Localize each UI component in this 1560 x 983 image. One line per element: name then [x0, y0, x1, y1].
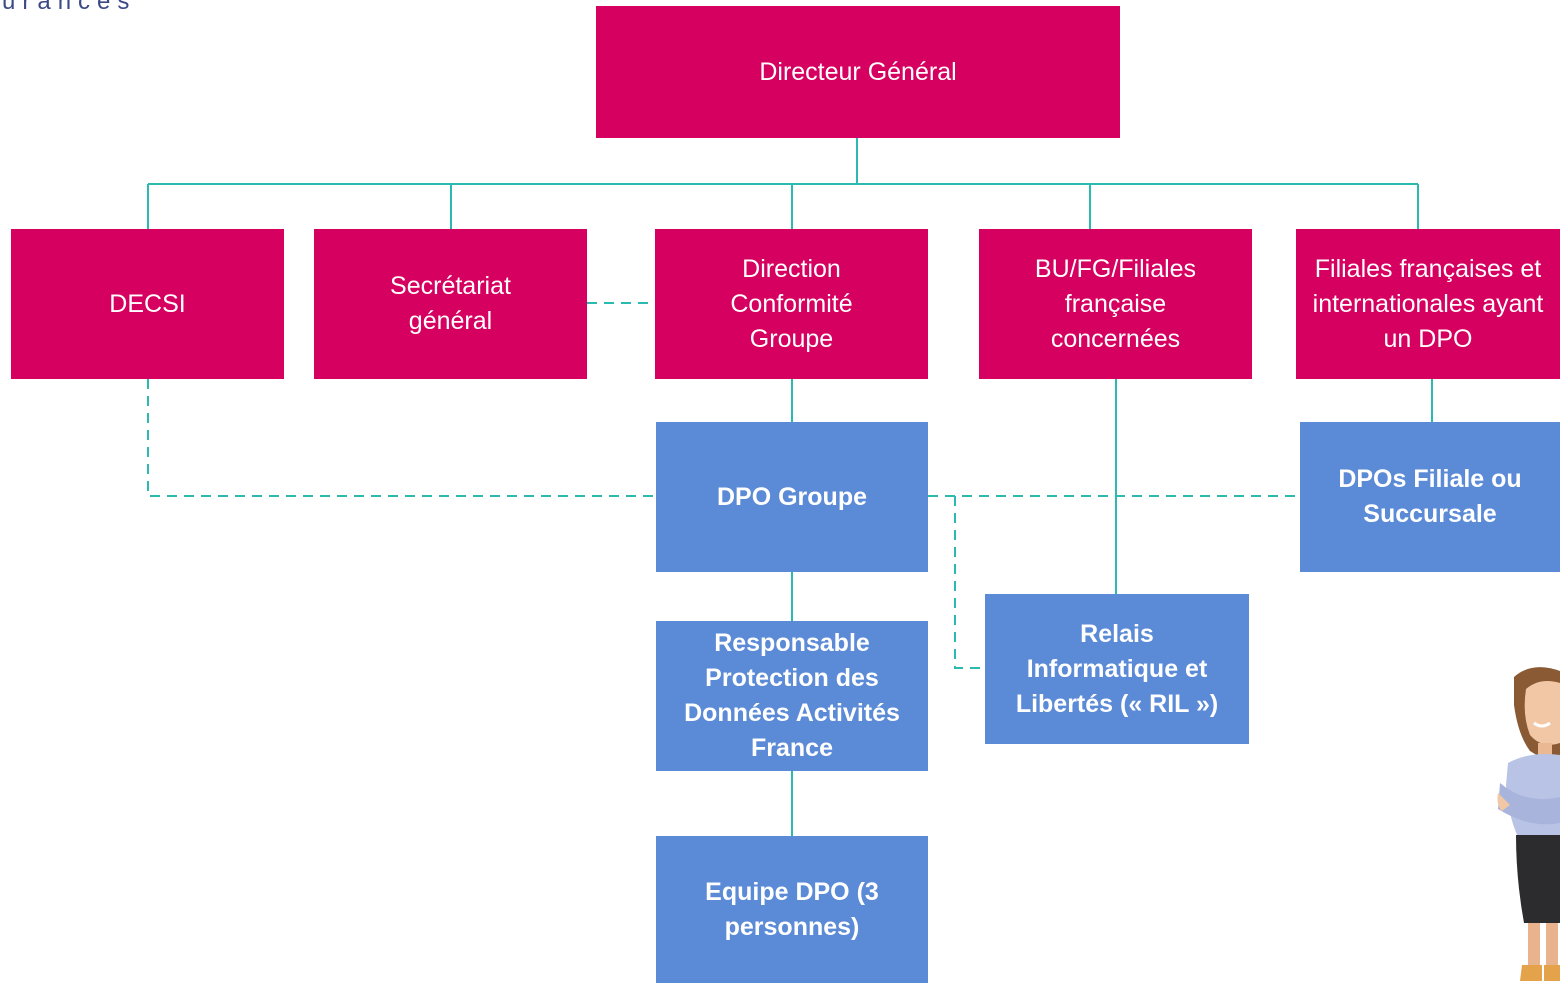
- ril-label: Relais Informatique et Libertés (« RIL »…: [1015, 619, 1219, 718]
- decsi-label: DECSI: [109, 289, 186, 318]
- dpo-groupe-box: DPO Groupe: [656, 422, 928, 572]
- responsable-protection-label: Responsable Protection des Données Activ…: [684, 629, 900, 762]
- secretariat-general-label: Secrétariat général: [390, 272, 511, 335]
- equipe-dpo-label: Equipe DPO (3 personnes): [705, 877, 879, 941]
- direction-conformite-groupe-label: Direction Conformité Groupe: [730, 254, 853, 353]
- bu-fg-filiales-label: BU/FG/Filiales française concernées: [1034, 254, 1197, 353]
- company-logo-fragment: urances: [2, 0, 137, 15]
- dashed-link-decsi-dpo: [147, 379, 656, 497]
- dpo-groupe-label: DPO Groupe: [716, 482, 867, 511]
- ril-box: Relais Informatique et Libertés (« RIL »…: [985, 594, 1249, 744]
- direction-conformite-groupe-box: Direction Conformité Groupe: [655, 229, 928, 379]
- directeur-general-label: Directeur Général: [759, 57, 957, 86]
- responsable-protection-box: Responsable Protection des Données Activ…: [656, 621, 928, 771]
- dpos-filiale-label: DPOs Filiale ou Succursale: [1338, 465, 1522, 528]
- bu-fg-filiales-box: BU/FG/Filiales française concernées: [979, 229, 1252, 379]
- businesswoman-illustration: [1497, 667, 1560, 981]
- filiales-dpo-label: Filiales françaises et internationales a…: [1312, 254, 1544, 353]
- decsi-box: DECSI: [11, 229, 284, 379]
- equipe-dpo-box: Equipe DPO (3 personnes): [656, 836, 928, 983]
- dashed-link-dpo-ril: [954, 496, 985, 669]
- secretariat-general-box: Secrétariat général: [314, 229, 587, 379]
- directeur-general-box: Directeur Général: [596, 6, 1120, 138]
- filiales-dpo-box: Filiales françaises et internationales a…: [1296, 229, 1560, 379]
- dpos-filiale-box: DPOs Filiale ou Succursale: [1300, 422, 1560, 572]
